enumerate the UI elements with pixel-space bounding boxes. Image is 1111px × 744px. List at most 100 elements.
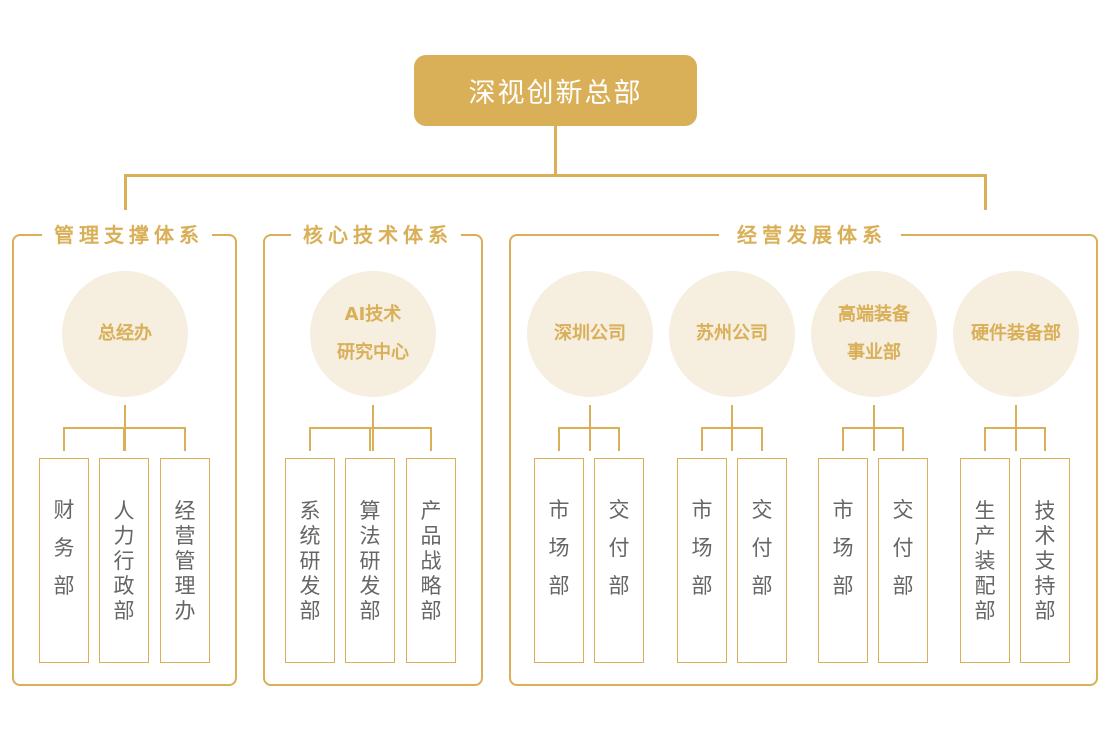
unit-label-line: 高端装备 (838, 304, 910, 325)
dept-connector-drop (618, 427, 620, 451)
unit-node[interactable]: 苏州公司 (669, 271, 795, 397)
root-node-headquarters[interactable]: 深视创新总部 (414, 55, 697, 126)
department-char: 技 (1034, 499, 1056, 523)
unit-label-line: 总经办 (98, 323, 152, 344)
unit-node[interactable]: AI技术研究中心 (310, 271, 436, 397)
dept-connector-drop (902, 427, 904, 451)
department-char: 发 (359, 574, 381, 598)
department-box[interactable]: 系统研发部 (285, 458, 335, 663)
department-char: 统 (299, 524, 321, 548)
department-char: 付 (751, 536, 773, 560)
unit-node-label: 深圳公司 (554, 315, 626, 353)
unit-connector-horizontal (842, 427, 904, 429)
department-char: 装 (974, 549, 996, 573)
department-char: 部 (892, 574, 914, 598)
unit-node-label: 硬件装备部 (971, 315, 1061, 353)
department-char: 部 (359, 599, 381, 623)
dept-connector-drop (369, 427, 371, 451)
section-management-support: 管理支撑体系 (12, 221, 237, 686)
department-box[interactable]: 市场部 (677, 458, 727, 663)
unit-node-label: AI技术研究中心 (337, 296, 409, 372)
department-box[interactable]: 生产装配部 (960, 458, 1010, 663)
root-node-label: 深视创新总部 (468, 78, 643, 109)
department-box[interactable]: 交付部 (594, 458, 644, 663)
department-char: 部 (548, 574, 570, 598)
department-char: 部 (974, 599, 996, 623)
unit-connector-horizontal (984, 427, 1046, 429)
unit-label-line: 事业部 (847, 342, 901, 363)
department-char: 财 (53, 498, 75, 522)
department-char: 力 (113, 524, 135, 548)
dept-connector-drop (430, 427, 432, 451)
department-char: 部 (691, 574, 713, 598)
department-char: 行 (113, 549, 135, 573)
department-box[interactable]: 算法研发部 (345, 458, 395, 663)
department-char: 品 (420, 524, 442, 548)
department-char: 略 (420, 574, 442, 598)
department-char: 人 (113, 499, 135, 523)
department-char: 政 (113, 574, 135, 598)
department-char: 付 (892, 536, 914, 560)
dept-connector-drop (1044, 427, 1046, 451)
department-char: 场 (548, 536, 570, 560)
root-connector-horizontal (124, 174, 987, 177)
department-box[interactable]: 交付部 (878, 458, 928, 663)
unit-node-label: 苏州公司 (696, 315, 768, 353)
department-char: 市 (691, 498, 713, 522)
department-box[interactable]: 市场部 (818, 458, 868, 663)
department-char: 法 (359, 524, 381, 548)
dept-connector-drop (701, 427, 703, 451)
unit-label-line: 硬件装备部 (971, 323, 1061, 344)
unit-node[interactable]: 总经办 (62, 271, 188, 397)
department-char: 持 (1034, 574, 1056, 598)
department-box[interactable]: 财务部 (39, 458, 89, 663)
root-connector-vertical (554, 126, 557, 176)
department-char: 市 (548, 498, 570, 522)
department-char: 产 (420, 499, 442, 523)
department-char: 市 (832, 498, 854, 522)
department-box[interactable]: 人力行政部 (99, 458, 149, 663)
dept-connector-drop (761, 427, 763, 451)
section-core-technology: 核心技术体系 (263, 221, 483, 686)
unit-label-line: 深圳公司 (554, 323, 626, 344)
department-char: 办 (174, 599, 196, 623)
department-box[interactable]: 技术支持部 (1020, 458, 1070, 663)
department-char: 产 (974, 524, 996, 548)
unit-label-line: 苏州公司 (696, 323, 768, 344)
department-char: 理 (174, 574, 196, 598)
department-char: 经 (174, 499, 196, 523)
department-box[interactable]: 产品战略部 (406, 458, 456, 663)
department-box[interactable]: 经营管理办 (160, 458, 210, 663)
department-char: 交 (751, 498, 773, 522)
unit-node[interactable]: 高端装备事业部 (811, 271, 937, 397)
department-char: 术 (1034, 524, 1056, 548)
section-business-development: 经营发展体系 (509, 221, 1098, 686)
department-box[interactable]: 交付部 (737, 458, 787, 663)
department-char: 战 (420, 549, 442, 573)
section-title: 核心技术体系 (291, 221, 461, 249)
department-box[interactable]: 市场部 (534, 458, 584, 663)
dept-connector-drop (842, 427, 844, 451)
department-char: 营 (174, 524, 196, 548)
department-char: 管 (174, 549, 196, 573)
department-char: 付 (608, 536, 630, 560)
department-char: 场 (691, 536, 713, 560)
department-char: 部 (832, 574, 854, 598)
connector-drop-business (984, 174, 987, 210)
unit-node[interactable]: 深圳公司 (527, 271, 653, 397)
unit-node-label: 总经办 (98, 315, 152, 353)
department-char: 务 (53, 536, 75, 560)
department-char: 部 (608, 574, 630, 598)
department-char: 部 (113, 599, 135, 623)
unit-node[interactable]: 硬件装备部 (953, 271, 1079, 397)
connector-drop-management (124, 174, 127, 210)
department-char: 研 (359, 549, 381, 573)
department-char: 部 (299, 599, 321, 623)
unit-label-line: 研究中心 (337, 342, 409, 363)
section-title: 管理支撑体系 (42, 221, 212, 249)
section-title: 经营发展体系 (719, 221, 901, 249)
department-char: 支 (1034, 549, 1056, 573)
dept-connector-drop (558, 427, 560, 451)
unit-connector-horizontal (558, 427, 620, 429)
department-char: 部 (751, 574, 773, 598)
